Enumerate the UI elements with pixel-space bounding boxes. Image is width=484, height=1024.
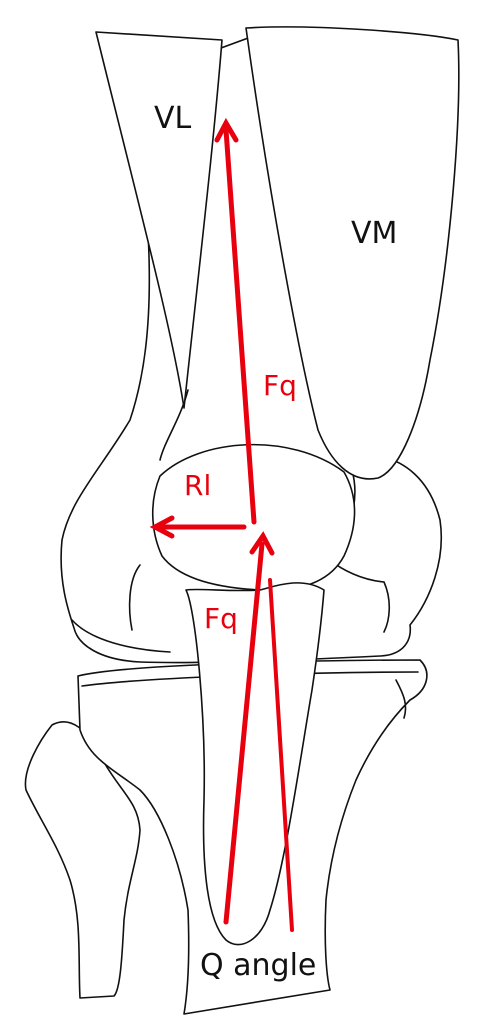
vastus-lateralis xyxy=(95,31,223,409)
fq-lower-arrowhead xyxy=(249,531,275,556)
fibula xyxy=(24,721,141,999)
q-angle-label: Q angle xyxy=(200,948,316,983)
vastus-medialis xyxy=(245,26,460,480)
femur-condyle-line-medial xyxy=(329,559,391,633)
rl-arrowhead xyxy=(149,515,175,539)
fq-lower-label: Fq xyxy=(204,602,238,635)
fq-upper-arrowhead xyxy=(214,117,239,143)
rl-label: Rl xyxy=(184,469,211,502)
tibia-tuberosity-line xyxy=(395,679,407,719)
vm-label: VM xyxy=(351,216,397,251)
q-angle-line xyxy=(268,578,294,932)
femur-intercondylar-line xyxy=(128,564,141,631)
patellar-tendon xyxy=(185,582,325,946)
vl-label: VL xyxy=(154,101,192,136)
fq-upper-label: Fq xyxy=(263,369,297,402)
fq-upper-arrow xyxy=(223,127,257,525)
femur-condyle-line-lateral xyxy=(71,619,171,653)
fq-lower-arrow xyxy=(223,541,265,925)
